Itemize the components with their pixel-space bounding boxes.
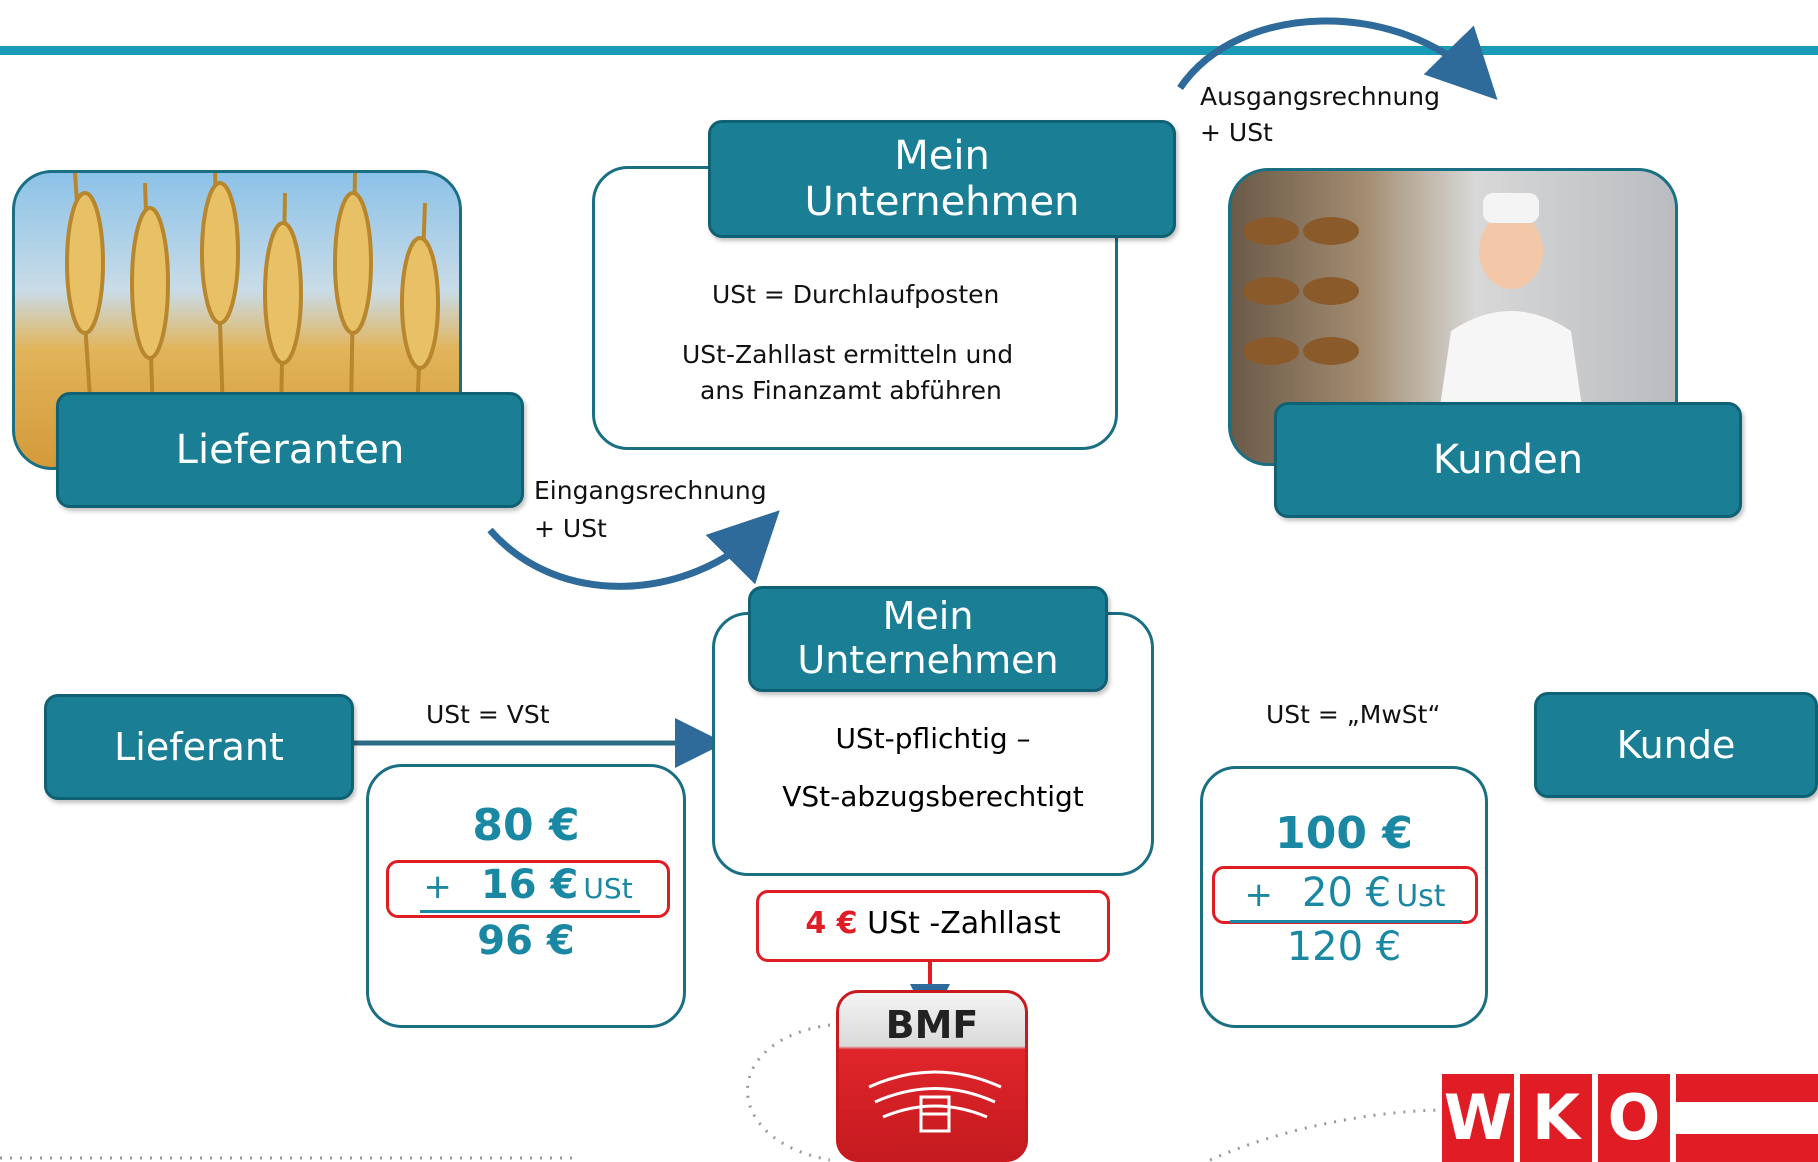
ausgang-text-2: + USt (1200, 118, 1273, 147)
lieferant-text: Lieferant (114, 725, 284, 769)
bmf-logo: BMF (836, 990, 1028, 1162)
top-rule (0, 46, 1818, 55)
ust-mwst-text: USt = „MwSt“ (1266, 700, 1441, 729)
ust-zahllast-text-1: USt-Zahllast ermitteln und (682, 340, 1014, 369)
zahllast-amount: 4 € (805, 906, 858, 941)
wko-flag-stripe-bottom (1676, 1134, 1818, 1162)
left-tax-box (386, 860, 670, 918)
zahllast-label: USt -Zahllast (867, 906, 1061, 941)
wko-flag-stripe-top (1676, 1074, 1818, 1102)
pflichtig-text: USt-pflichtig – (835, 722, 1031, 755)
dotted-line-right (1209, 1108, 1446, 1162)
left-sum-underline (420, 910, 640, 913)
mein-unternehmen-label-top: Mein Unternehmen (708, 120, 1176, 238)
right-tax-amount: 20 € (1302, 870, 1392, 916)
eingang-curve-arrow (487, 510, 780, 590)
eagle-icon (868, 1070, 1002, 1133)
left-gross-amount: 96 € (477, 918, 575, 964)
lieferant-label: Lieferant (44, 694, 354, 800)
wko-letter-w: W (1442, 1074, 1514, 1162)
bmf-logo-text: BMF (885, 1003, 979, 1047)
dotted-line-center (746, 1023, 831, 1162)
zahllast-row: 4 € USt -Zahllast (756, 906, 1110, 941)
abzug-text: VSt-abzugsberechtigt (782, 780, 1084, 813)
left-tax-amount: 16 € (480, 862, 579, 908)
right-tax-prefix: + (1244, 875, 1273, 915)
wko-logo: W K O (1442, 1074, 1818, 1162)
right-tax-row: + 20 € Ust (1212, 870, 1478, 916)
wko-letter-o: O (1598, 1074, 1670, 1162)
wko-letter-k: K (1520, 1074, 1592, 1162)
left-net-amount: 80 € (472, 800, 580, 851)
ausgang-curve-arrow (1177, 17, 1498, 101)
eingang-text-2: + USt (534, 514, 607, 543)
ust-zahllast-text-2: ans Finanzamt abführen (700, 376, 1002, 405)
left-tax-prefix: + (423, 867, 452, 907)
ust-durchlauf-text: USt = Durchlaufposten (712, 280, 1000, 309)
ust-vst-text: USt = VSt (426, 700, 550, 729)
right-sum-underline (1230, 920, 1462, 923)
right-net-amount: 100 € (1275, 808, 1413, 859)
kunden-text: Kunden (1432, 437, 1584, 483)
lieferanten-text: Lieferanten (175, 427, 405, 473)
eingang-text-1: Eingangsrechnung (534, 476, 767, 505)
left-tax-row: + 16 € USt (386, 862, 670, 908)
kunden-label: Kunden (1274, 402, 1742, 518)
mein-unternehmen-text-top: Mein Unternehmen (804, 133, 1080, 225)
mein-unternehmen-label-bottom: Mein Unternehmen (748, 586, 1108, 692)
zahllast-box (756, 890, 1110, 962)
lieferanten-label: Lieferanten (56, 392, 524, 508)
mein-unternehmen-text-bottom: Mein Unternehmen (797, 594, 1059, 682)
ausgang-text-1: Ausgangsrechnung (1200, 82, 1441, 111)
right-gross-amount: 120 € (1286, 924, 1402, 970)
kunde-text: Kunde (1616, 723, 1736, 767)
kunde-label: Kunde (1534, 692, 1818, 798)
left-tax-suffix: USt (583, 872, 633, 905)
right-tax-suffix: Ust (1396, 879, 1446, 914)
